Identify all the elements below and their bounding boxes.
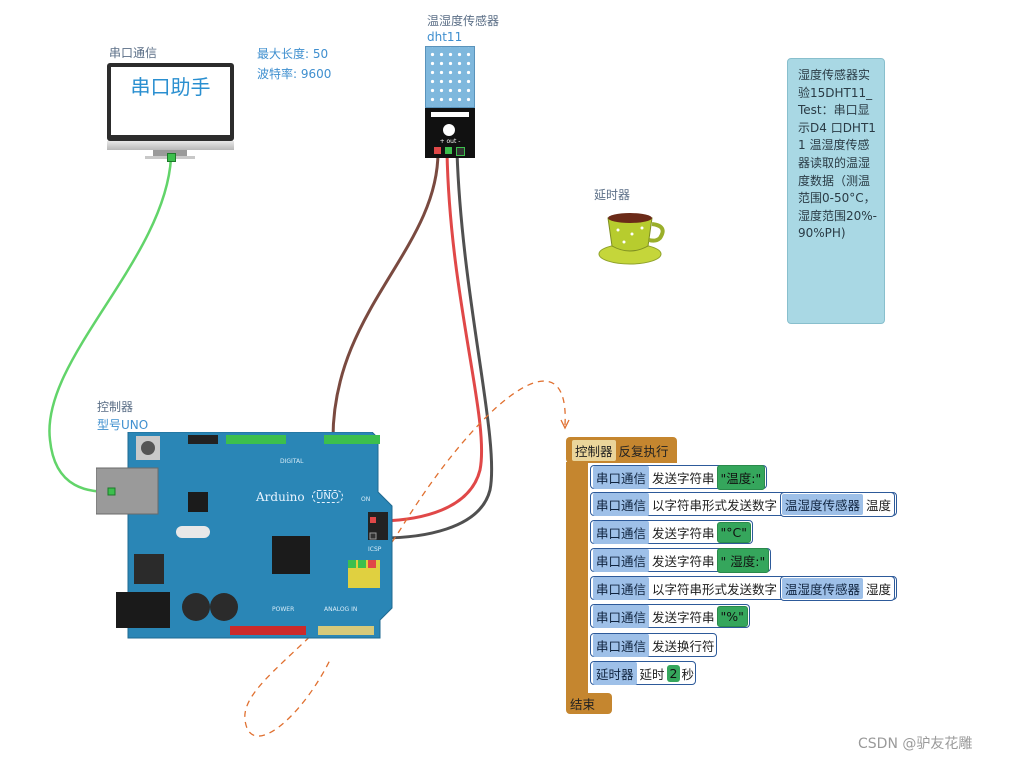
board-icsp-label: ICSP: [368, 546, 382, 553]
block-action: 发送字符串: [652, 470, 715, 486]
block-action: 以字符串形式发送数字: [652, 581, 778, 597]
monitor-title: 串口通信: [109, 46, 158, 60]
block-sensor-reading[interactable]: 温湿度传感器 湿度: [780, 575, 896, 601]
monitor-screen-text: 串口助手: [130, 75, 211, 99]
loop-keyword: 反复执行: [618, 443, 669, 459]
sensor-pin-label: + out -: [439, 138, 461, 145]
loop-block-footer[interactable]: 结束: [566, 693, 612, 714]
board-logo: Arduino: [256, 490, 305, 504]
block-action: 以字符串形式发送数字: [652, 497, 778, 513]
dht11-sensor-icon[interactable]: + out -: [425, 46, 475, 158]
block-sub-cmd: 温湿度传感器: [782, 493, 864, 515]
block-string-arg[interactable]: "%": [716, 605, 748, 627]
block-sensor-reading[interactable]: 温湿度传感器 温度: [780, 491, 896, 517]
block-send-temp-label[interactable]: 串口通信 发送字符串 "温度:": [590, 464, 768, 490]
block-send-humidity-label[interactable]: 串口通信 发送字符串 " 湿度:": [590, 547, 772, 573]
block-string-arg[interactable]: "温度:": [716, 464, 766, 490]
block-cmd: 串口通信: [593, 520, 650, 544]
sensor-model: dht11: [427, 30, 463, 44]
block-send-celsius[interactable]: 串口通信 发送字符串 "°C": [590, 520, 754, 544]
block-cmd: 串口通信: [593, 604, 650, 628]
sensor-title: 温湿度传感器: [427, 14, 500, 28]
block-send-newline[interactable]: 串口通信 发送换行符: [590, 633, 717, 657]
wire-dark: [381, 151, 494, 540]
block-send-temp-value[interactable]: 串口通信 以字符串形式发送数字 温湿度传感器 温度: [590, 491, 898, 517]
board-power-label: POWER: [272, 606, 295, 613]
block-cmd: 延时器: [593, 661, 637, 685]
block-cmd: 串口通信: [593, 576, 650, 600]
monitor-maxlen: 最大长度: 50: [257, 47, 329, 61]
block-string-arg[interactable]: " 湿度:": [716, 547, 770, 573]
block-action: 发送字符串: [652, 525, 715, 541]
controller-title: 控制器: [97, 400, 134, 414]
delay-title: 延时器: [594, 188, 631, 202]
block-action: 发送换行符: [652, 638, 715, 654]
block-action: 发送字符串: [652, 553, 715, 569]
arduino-uno-board[interactable]: Arduino UNO DIGITAL ANALOG IN POWER ICSP…: [95, 431, 396, 642]
monitor-baud: 波特率: 9600: [257, 67, 332, 81]
block-cmd: 串口通信: [593, 633, 650, 657]
block-cmd: 串口通信: [593, 465, 650, 489]
experiment-note[interactable]: 湿度传感器实验15DHT11_Test：串口显示D4 口DHT11 温湿度传感器…: [787, 58, 885, 324]
block-unit: 秒: [681, 666, 694, 682]
block-sub-arg: 湿度: [866, 581, 892, 597]
usb-cable: [48, 157, 173, 494]
usb-port-icon: [167, 153, 176, 162]
block-delay[interactable]: 延时器 延时 2 秒: [590, 661, 696, 685]
monitor-icon[interactable]: 串口助手: [107, 63, 234, 163]
block-number-arg[interactable]: 2: [666, 664, 681, 682]
block-sub-arg: 温度: [866, 497, 892, 513]
block-sub-cmd: 温湿度传感器: [782, 577, 864, 599]
block-string-arg[interactable]: "°C": [716, 521, 752, 543]
loop-block-body: [566, 462, 588, 694]
controller-model: 型号UNO: [97, 418, 149, 432]
board-digital-label: DIGITAL: [280, 458, 304, 465]
wire-brown: [331, 151, 440, 441]
block-send-percent[interactable]: 串口通信 发送字符串 "%": [590, 604, 750, 628]
teacup-icon[interactable]: [598, 204, 670, 268]
wire-red: [381, 151, 484, 523]
board-logo-sub: UNO: [312, 490, 343, 503]
block-action: 发送字符串: [652, 609, 715, 625]
block-cmd: 串口通信: [593, 492, 650, 516]
board-on-label: ON: [361, 496, 371, 503]
arrow-icon: [560, 419, 570, 430]
block-send-humidity-value[interactable]: 串口通信 以字符串形式发送数字 温湿度传感器 湿度: [590, 575, 898, 601]
loop-block-header[interactable]: 控制器 反复执行: [566, 437, 677, 463]
block-cmd: 串口通信: [593, 548, 650, 572]
block-action: 延时: [639, 666, 665, 682]
board-analog-label: ANALOG IN: [324, 606, 358, 613]
loop-end-keyword: 结束: [570, 697, 596, 712]
loop-controller-tag: 控制器: [572, 439, 616, 461]
watermark: CSDN @驴友花雕: [858, 736, 973, 752]
